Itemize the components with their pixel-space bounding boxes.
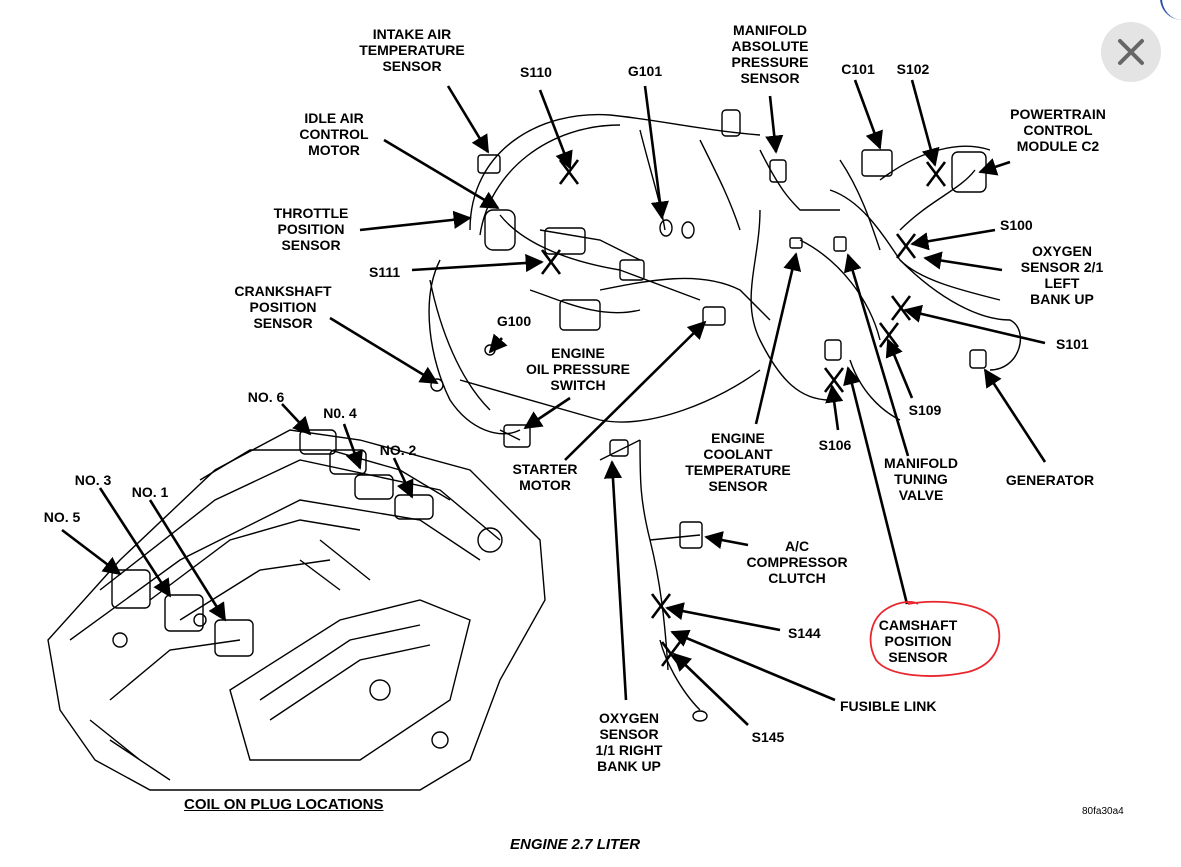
- engine-block: [47, 429, 546, 791]
- label-line: CONTROL: [1023, 122, 1093, 138]
- figure-id: 80fa30a4: [1082, 806, 1124, 817]
- label-line: STARTER: [512, 461, 578, 477]
- label-line: ABSOLUTE: [731, 38, 809, 54]
- label-throttle-position-sensor: THROTTLE POSITION SENSOR: [274, 205, 349, 253]
- highlight-circle: [869, 600, 1001, 677]
- label-ac-compressor-clutch: A/C COMPRESSOR CLUTCH: [746, 538, 847, 586]
- label-line: MANIFOLD: [733, 22, 807, 38]
- label-fusible-link: FUSIBLE LINK: [840, 698, 937, 714]
- label-line: TUNING: [894, 471, 948, 487]
- label-s106: S106: [818, 437, 852, 453]
- label-line: 1/1 RIGHT: [595, 742, 663, 758]
- label-coil-no5: NO. 5: [43, 509, 81, 525]
- label-line: CONTROL: [299, 126, 369, 142]
- label-s110: S110: [520, 64, 552, 80]
- label-s101: S101: [1056, 336, 1089, 352]
- label-line: LEFT: [1044, 275, 1080, 291]
- label-oxygen-sensor-2-1: OXYGEN SENSOR 2/1 LEFT BANK UP: [1021, 243, 1103, 307]
- coil-no6: [299, 429, 337, 455]
- coil-no5: [111, 569, 151, 609]
- label-line: SENSOR: [281, 237, 341, 253]
- label-coil-no1: NO. 1: [131, 484, 169, 500]
- label-line: SENSOR: [253, 315, 313, 331]
- label-line: SENSOR: [708, 478, 768, 494]
- label-oxygen-sensor-1-1: OXYGEN SENSOR 1/1 RIGHT BANK UP: [596, 710, 663, 774]
- close-button[interactable]: [1101, 22, 1161, 82]
- label-line: POSITION: [884, 633, 952, 649]
- label-coil-no2: NO. 2: [379, 442, 417, 458]
- label-line: A/C: [784, 538, 810, 554]
- figure-caption: ENGINE 2.7 LITER: [510, 836, 641, 853]
- label-line: OIL PRESSURE: [526, 361, 630, 377]
- label-s111: S111: [369, 264, 401, 280]
- label-starter-motor: STARTER MOTOR: [512, 461, 577, 493]
- splice-marks: [540, 159, 947, 667]
- coil-no1: [214, 619, 254, 657]
- label-oil-pressure-switch: ENGINE OIL PRESSURE SWITCH: [526, 345, 630, 393]
- label-line: SENSOR: [599, 726, 659, 742]
- coil-cyl: [354, 474, 394, 500]
- label-generator: GENERATOR: [1005, 472, 1095, 488]
- label-crankshaft-position-sensor: CRANKSHAFT POSITION SENSOR: [234, 283, 331, 331]
- label-coil-no3: NO. 3: [74, 472, 112, 488]
- label-line: CAMSHAFT: [878, 617, 958, 633]
- label-intake-air-temp-sensor: INTAKE AIR TEMPERATURE SENSOR: [359, 26, 465, 74]
- label-s109: S109: [908, 402, 942, 418]
- label-line: MOTOR: [519, 477, 571, 493]
- label-line: CRANKSHAFT: [234, 283, 332, 299]
- label-line: PRESSURE: [731, 54, 809, 70]
- label-line: TEMPERATURE: [359, 42, 465, 58]
- close-icon: [1118, 39, 1144, 65]
- label-line: OXYGEN: [599, 710, 659, 726]
- label-line: OXYGEN: [1032, 243, 1092, 259]
- label-g100: G100: [496, 313, 532, 329]
- label-line: POSITION: [249, 299, 317, 315]
- label-line: SENSOR: [382, 58, 442, 74]
- label-c101: C101: [841, 61, 875, 77]
- label-s145: S145: [751, 729, 785, 745]
- label-line: MODULE C2: [1016, 138, 1100, 154]
- label-line: SWITCH: [550, 377, 606, 393]
- label-line: ENGINE: [711, 430, 765, 446]
- label-line: POWERTRAIN: [1010, 106, 1106, 122]
- leader-arrows: [61, 79, 1047, 726]
- label-line: CLUTCH: [768, 570, 826, 586]
- coil-no2: [394, 494, 434, 520]
- label-pcm-c2: POWERTRAIN CONTROL MODULE C2: [1010, 106, 1106, 154]
- label-line: SENSOR: [888, 649, 948, 665]
- label-line: BANK UP: [1030, 291, 1094, 307]
- label-line: ENGINE: [551, 345, 605, 361]
- label-map-sensor: MANIFOLD ABSOLUTE PRESSURE SENSOR: [731, 22, 808, 86]
- label-line: COMPRESSOR: [746, 554, 848, 570]
- label-camshaft-position-sensor: CAMSHAFT POSITION SENSOR: [879, 617, 958, 665]
- label-line: VALVE: [898, 487, 944, 503]
- coil-no3: [164, 594, 204, 632]
- label-s102: S102: [896, 61, 930, 77]
- label-line: MANIFOLD: [884, 455, 958, 471]
- label-manifold-tuning-valve: MANIFOLD TUNING VALVE: [884, 455, 958, 503]
- label-line: MOTOR: [308, 142, 360, 158]
- label-idle-air-control-motor: IDLE AIR CONTROL MOTOR: [299, 110, 368, 158]
- label-line: SENSOR 2/1: [1020, 259, 1104, 275]
- label-line: POSITION: [277, 221, 345, 237]
- label-coil-no6: NO. 6: [247, 389, 285, 405]
- label-s100: S100: [1000, 217, 1033, 233]
- label-line: INTAKE AIR: [372, 26, 452, 42]
- label-s144: S144: [788, 625, 821, 641]
- label-line: BANK UP: [597, 758, 661, 774]
- label-line: TEMPERATURE: [685, 462, 791, 478]
- label-line: SENSOR: [740, 70, 800, 86]
- label-line: IDLE AIR: [304, 110, 364, 126]
- coil-locations-title: COIL ON PLUG LOCATIONS: [184, 796, 384, 813]
- label-engine-coolant-temp-sensor: ENGINE COOLANT TEMPERATURE SENSOR: [685, 430, 791, 494]
- label-line: COOLANT: [703, 446, 773, 462]
- label-line: THROTTLE: [273, 205, 349, 221]
- label-coil-no4: N0. 4: [323, 405, 357, 421]
- label-g101: G101: [627, 63, 663, 79]
